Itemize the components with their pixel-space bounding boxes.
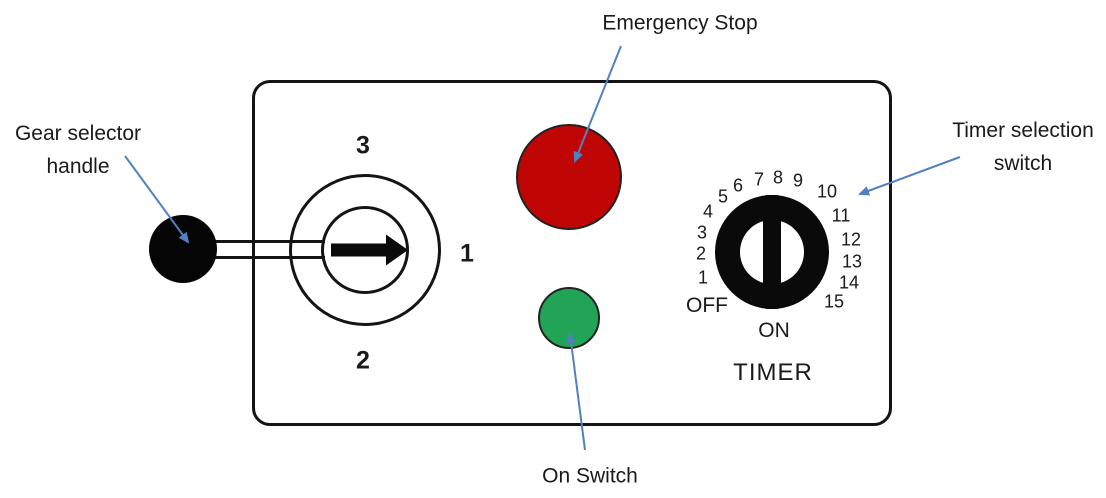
timer-dial-pointer (763, 195, 781, 309)
emergency-stop-annotation: Emergency Stop (602, 11, 758, 35)
timer-scale-10: 10 (816, 181, 838, 202)
timer-scale-12: 12 (840, 229, 862, 250)
timer-scale-1: 1 (697, 267, 709, 288)
gear-handle-annotation-line2: handle (46, 155, 110, 178)
gear-selector-outer-ring (289, 174, 441, 326)
timer-scale-6: 6 (732, 175, 744, 196)
on-switch-annotation: On Switch (542, 464, 638, 488)
gear-selector-handle-knob[interactable] (149, 215, 217, 283)
emergency-stop-button[interactable] (516, 124, 622, 230)
timer-switch-annotation-line1: Timer selection (952, 119, 1094, 142)
timer-scale-5: 5 (717, 186, 729, 207)
gear-position-3-label: 3 (356, 131, 370, 160)
timer-scale-14: 14 (838, 272, 860, 293)
gear-position-1-label: 1 (460, 239, 474, 268)
timer-scale-8: 8 (772, 167, 784, 188)
gear-handle-annotation-line1: Gear selector (14, 122, 142, 145)
timer-scale-4: 4 (702, 201, 714, 222)
timer-scale-9: 9 (792, 170, 804, 191)
timer-on-label: ON (758, 319, 790, 342)
timer-scale-11: 11 (831, 205, 851, 226)
timer-scale-13: 13 (841, 251, 863, 272)
gear-selector-dial[interactable] (321, 206, 409, 294)
timer-scale-7: 7 (753, 169, 765, 190)
timer-switch-annotation-line2: switch (993, 152, 1053, 175)
timer-scale-off: OFF (686, 294, 728, 317)
gear-handle-annotation: Gear selector handle (15, 117, 141, 183)
gear-selector-shaft (210, 240, 325, 259)
timer-switch-annotation: Timer selection switch (952, 114, 1094, 180)
timer-scale-3: 3 (696, 222, 708, 243)
timer-scale-15: 15 (823, 291, 845, 312)
gear-position-2-label: 2 (356, 346, 370, 375)
timer-scale-2: 2 (695, 243, 707, 264)
on-switch-button[interactable] (538, 287, 600, 349)
timer-title-label: TIMER (733, 359, 813, 386)
